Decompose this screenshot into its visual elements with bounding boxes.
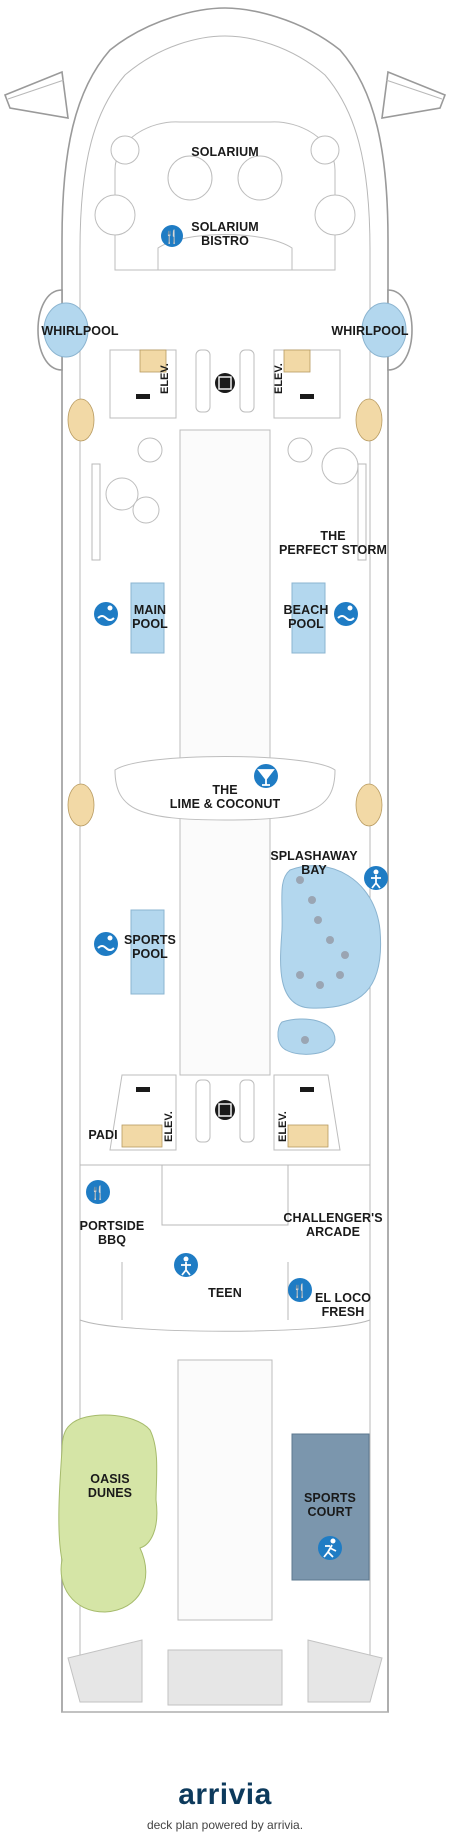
- elevator-label-aft-right: ELEV.: [277, 1111, 289, 1142]
- challengers-arcade-label-2: ARCADE: [306, 1225, 360, 1239]
- lifeboat-mid-left: [67, 783, 95, 827]
- sports-pool-label-1: SPORTS: [124, 933, 176, 947]
- sports-pool: [130, 909, 165, 995]
- elevator-label-aft-left: ELEV.: [163, 1111, 175, 1142]
- beach-pool: [291, 582, 326, 654]
- child-icon[interactable]: [364, 866, 388, 890]
- elevator-icon: [215, 373, 235, 393]
- bridge-wing-right: [381, 70, 447, 119]
- elevator-label-fwd-right: ELEV.: [273, 363, 285, 394]
- el-loco-fresh-label-2: FRESH: [322, 1305, 365, 1319]
- sports-court-label-2: COURT: [308, 1505, 353, 1519]
- elevator-icon: [215, 1100, 235, 1120]
- aft-promenade: [177, 1359, 273, 1621]
- portside-bbq-label-2: BBQ: [98, 1233, 126, 1247]
- stern-loungers-left: [67, 1639, 143, 1703]
- solarium-bistro-label-1: SOLARIUM: [191, 220, 258, 234]
- main-pool: [130, 582, 165, 654]
- challengers-arcade-label-1: CHALLENGER'S: [283, 1211, 382, 1225]
- swimmer-icon[interactable]: [94, 932, 118, 956]
- fork-knife-icon[interactable]: 🍴: [288, 1278, 312, 1302]
- oasis-dunes-label-2: DUNES: [88, 1486, 132, 1500]
- child-icon[interactable]: [174, 1253, 198, 1277]
- padi-label: PADI: [88, 1128, 117, 1142]
- beach-pool-label-2: POOL: [288, 617, 324, 631]
- splashaway-label-1: SPLASHAWAY: [270, 849, 358, 863]
- sports-court-label-1: SPORTS: [304, 1491, 356, 1505]
- beach-pool-label-1: BEACH: [284, 603, 329, 617]
- solarium-label: SOLARIUM: [191, 145, 258, 159]
- solarium-bistro-dining-icon[interactable]: 🍴: [161, 225, 183, 247]
- runner-icon[interactable]: [318, 1536, 342, 1560]
- cocktail-glass-icon[interactable]: [254, 764, 278, 788]
- bridge-wing-left: [3, 70, 69, 119]
- elevator-label-fwd-left: ELEV.: [159, 363, 171, 394]
- portside-bbq-label-1: PORTSIDE: [80, 1219, 145, 1233]
- main-pool-label-2: POOL: [132, 617, 168, 631]
- perfect-storm-label-2: PERFECT STORM: [279, 543, 387, 557]
- aft-elevator-bank: [109, 1074, 341, 1151]
- solarium-loungers: [94, 135, 356, 271]
- forward-elevator-bank: [109, 349, 341, 419]
- solarium-bistro-label-2: BISTRO: [201, 234, 249, 248]
- splashaway-label-2: BAY: [301, 863, 327, 877]
- lifeboat-mid-right: [355, 783, 383, 827]
- el-loco-fresh-label-1: EL LOCO: [315, 1291, 371, 1305]
- brand-name: arrivia: [178, 1778, 272, 1811]
- main-pool-label-1: MAIN: [134, 603, 166, 617]
- lime-coconut-bar: [114, 756, 336, 821]
- svg-text:🍴: 🍴: [90, 1185, 106, 1201]
- whirlpool-left-label: WHIRLPOOL: [41, 324, 119, 338]
- svg-text:🍴: 🍴: [164, 229, 180, 245]
- stern-loungers-right: [307, 1639, 383, 1703]
- credit-line: deck plan powered by arrivia.: [146, 1818, 304, 1832]
- svg-text:🍴: 🍴: [292, 1283, 308, 1299]
- whirlpool-right-label: WHIRLPOOL: [331, 324, 409, 338]
- whirlpool-right-pool: [361, 302, 407, 358]
- lifeboat-fwd-left: [67, 398, 95, 442]
- arrivia-logo: arrivia: [0, 1778, 450, 1812]
- lime-coconut-label-1: THE: [212, 783, 237, 797]
- swimmer-icon[interactable]: [94, 602, 118, 626]
- perfect-storm-label-1: THE: [320, 529, 345, 543]
- stern-loungers-center: [167, 1649, 283, 1706]
- lifeboat-fwd-right: [355, 398, 383, 442]
- fork-knife-icon[interactable]: 🍴: [86, 1180, 110, 1204]
- swimmer-icon[interactable]: [334, 602, 358, 626]
- lime-coconut-label-2: LIME & COCONUT: [170, 797, 281, 811]
- water-slides: [91, 429, 367, 1076]
- oasis-dunes-mini-golf: [58, 1414, 158, 1613]
- oasis-dunes-label-1: OASIS: [90, 1472, 129, 1486]
- whirlpool-left-pool: [43, 302, 89, 358]
- teen-label: TEEN: [208, 1286, 242, 1300]
- splash-features: [296, 876, 349, 1044]
- aft-venue-walls: [79, 1164, 371, 1332]
- sports-pool-label-2: POOL: [132, 947, 168, 961]
